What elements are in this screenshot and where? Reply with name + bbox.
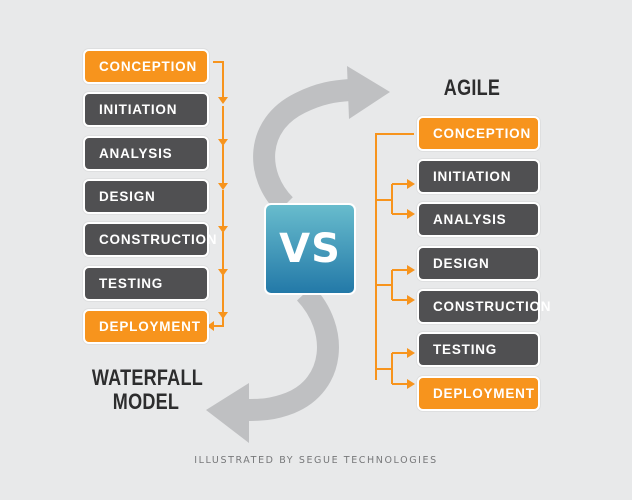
waterfall-step-construction: CONSTRUCTION [83, 222, 217, 257]
waterfall-step-initiation: INITIATION [83, 92, 209, 127]
agile-arrowheads [407, 179, 415, 389]
waterfall-title-line1: WATERFALL [91, 365, 203, 390]
waterfall-title-line2: MODEL [112, 389, 180, 414]
s-curve-arrow [244, 79, 351, 421]
vs-badge: VS [264, 203, 356, 295]
agile-connectors [375, 133, 414, 385]
waterfall-connectors [213, 61, 224, 327]
credit-text: ILLUSTRATED BY SEGUE TECHNOLOGIES [194, 455, 438, 466]
agile-step-initiation: INITIATION [417, 159, 540, 194]
waterfall-step-design: DESIGN [83, 179, 209, 214]
lower-curve-icon [244, 285, 339, 421]
agile-step-construction: CONSTRUCTION [417, 289, 551, 324]
waterfall-step-analysis: ANALYSIS [83, 136, 209, 171]
agile-step-conception: CONCEPTION [417, 116, 540, 151]
arrowhead-left-icon [206, 383, 249, 443]
agile-step-analysis: ANALYSIS [417, 202, 540, 237]
arrowhead-right-icon [347, 66, 390, 119]
waterfall-arrowheads [207, 97, 228, 331]
waterfall-step-deployment: DEPLOYMENT [83, 309, 209, 344]
agile-step-testing: TESTING [417, 332, 540, 367]
agile-title: AGILE [443, 75, 501, 100]
waterfall-title: WATERFALL MODEL [91, 365, 203, 414]
waterfall-step-conception: CONCEPTION [83, 49, 209, 84]
waterfall-step-testing: TESTING [83, 266, 209, 301]
agile-step-design: DESIGN [417, 246, 540, 281]
agile-step-deployment: DEPLOYMENT [417, 376, 540, 411]
upper-curve-icon [253, 79, 351, 213]
